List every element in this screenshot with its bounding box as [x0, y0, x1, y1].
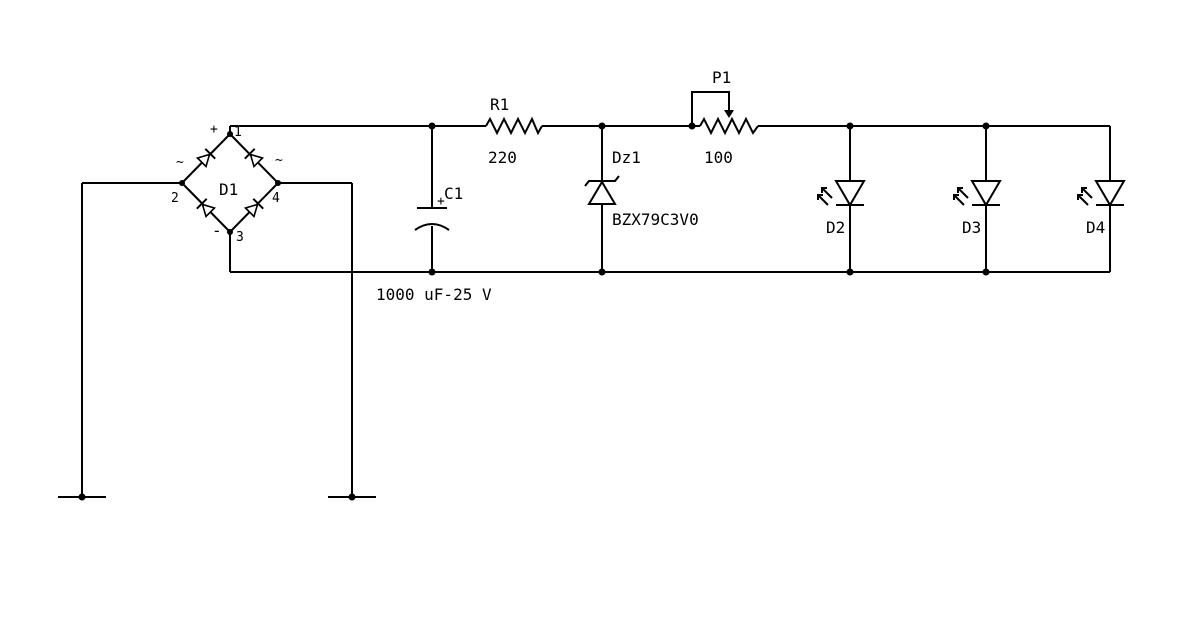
led-d3 [953, 180, 1002, 207]
resistor-r1 [485, 116, 543, 136]
resistor-ref-label: R1 [490, 95, 509, 114]
bridge-plus-label: + [210, 122, 218, 137]
potentiometer-value-label: 100 [704, 148, 733, 167]
led-d2-label: D2 [826, 218, 845, 237]
bridge-pin2-label: 2 [171, 191, 179, 206]
capacitor-ref-label: C1 [444, 184, 463, 203]
wires [81, 125, 1111, 497]
bridge-pin4-label: 4 [272, 191, 280, 206]
potentiometer-p1 [691, 91, 759, 136]
capacitor-plus-label: + [437, 194, 445, 209]
bridge-rectifier-d1 [181, 133, 279, 233]
led-d4 [1077, 180, 1126, 207]
junction-dots [179, 122, 990, 276]
led-d3-label: D3 [962, 218, 981, 237]
zener-diode-dz1 [584, 175, 620, 205]
zener-ref-label: Dz1 [612, 148, 641, 167]
bridge-ref-label: D1 [219, 180, 238, 199]
bridge-tilde-right-label: ~ [275, 153, 283, 168]
bridge-tilde-left-label: ~ [176, 155, 184, 170]
potentiometer-ref-label: P1 [712, 68, 731, 87]
ground-left [58, 493, 106, 501]
bridge-minus-label: - [212, 221, 222, 240]
bridge-pin1-label: 1 [234, 125, 242, 140]
led-d4-label: D4 [1086, 218, 1105, 237]
ground-right [328, 493, 376, 501]
zener-value-label: BZX79C3V0 [612, 210, 699, 229]
capacitor-c1 [414, 207, 450, 231]
resistor-value-label: 220 [488, 148, 517, 167]
bridge-pin3-label: 3 [236, 230, 244, 245]
capacitor-value-label: 1000 uF-25 V [376, 285, 492, 304]
led-d2 [817, 180, 866, 207]
